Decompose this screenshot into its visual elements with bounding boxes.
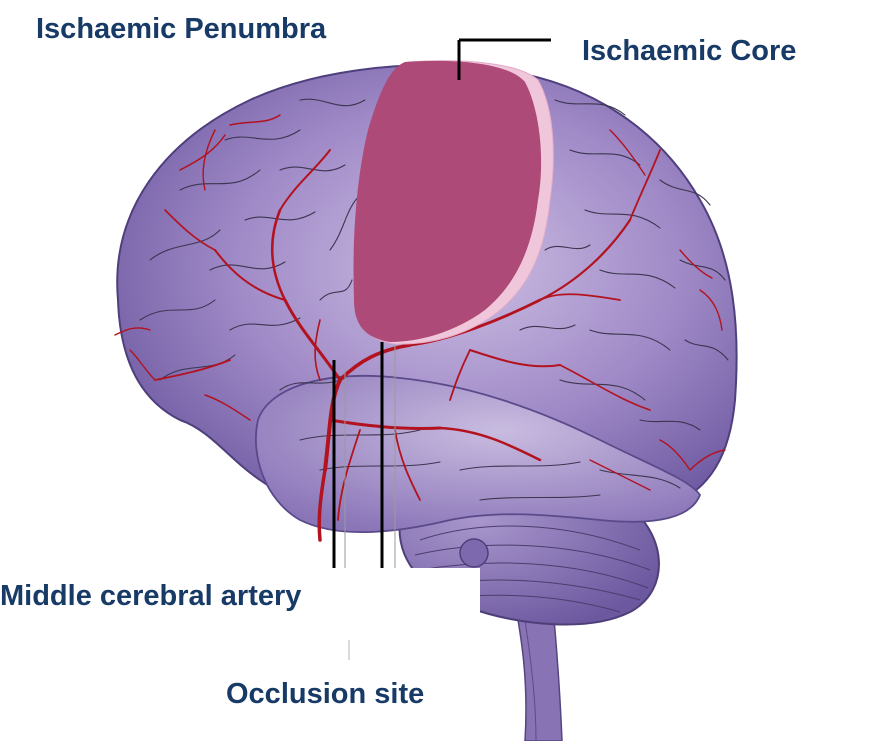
label-middle-cerebral-artery: Middle cerebral artery	[0, 582, 301, 611]
label-ischaemic-penumbra: Ischaemic Penumbra	[36, 15, 326, 44]
label-ischaemic-core: Ischaemic Core	[582, 37, 796, 66]
label-occlusion-site: Occlusion site	[226, 680, 424, 709]
